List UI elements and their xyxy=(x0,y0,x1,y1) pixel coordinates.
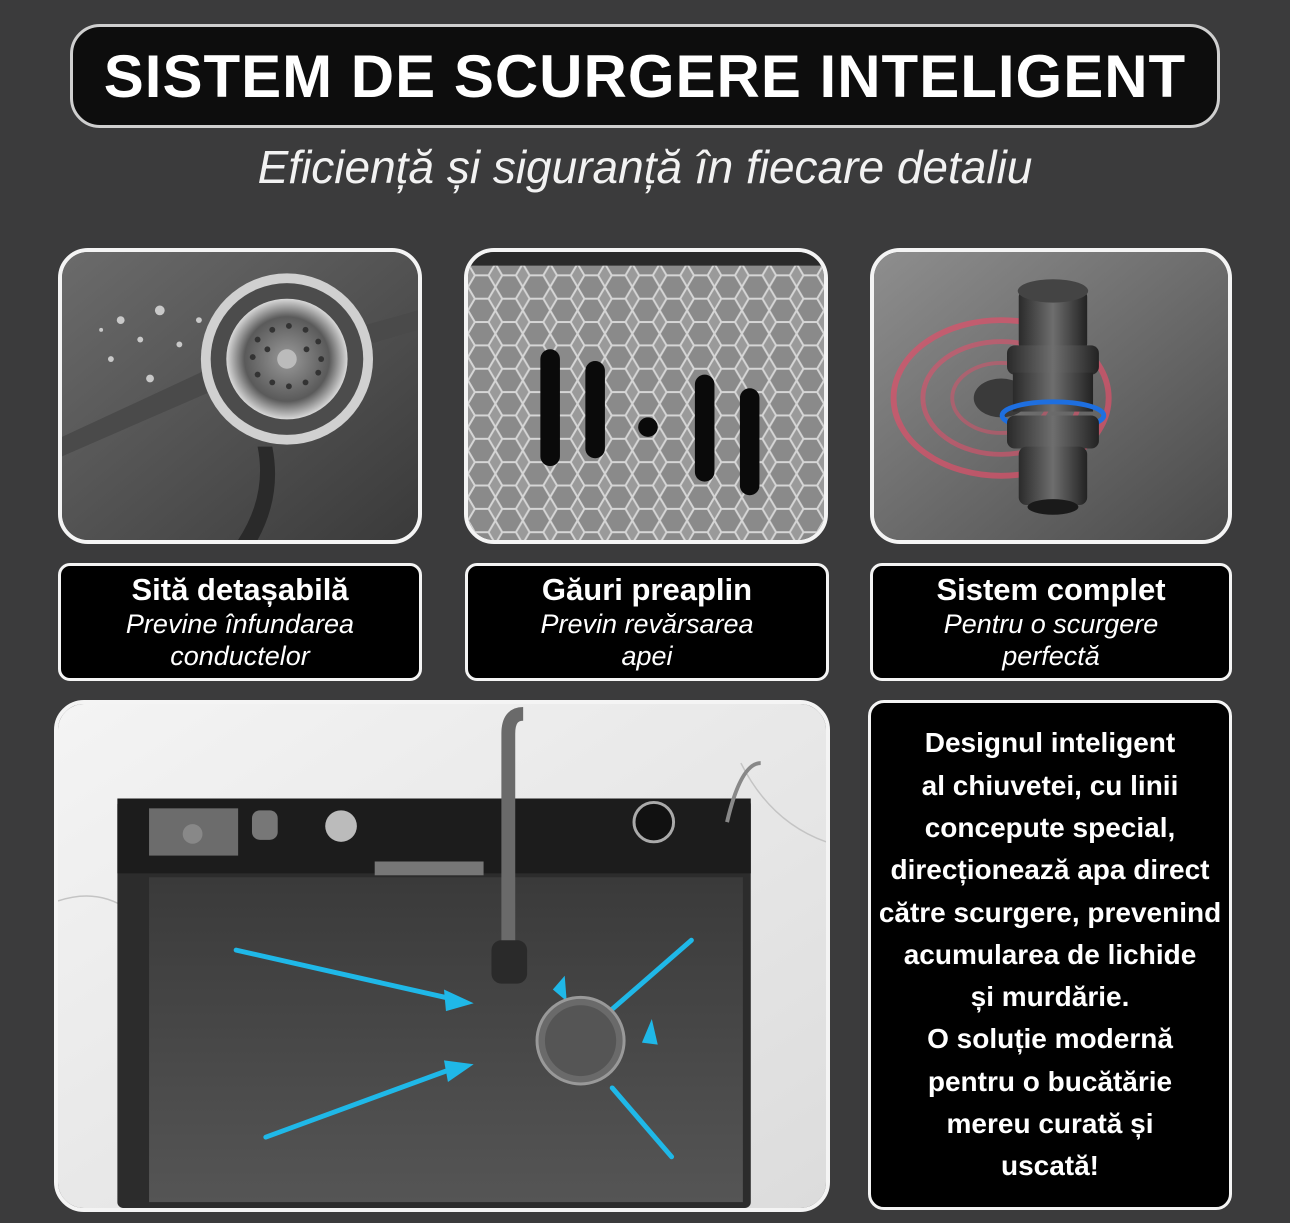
description-line: concepute special, xyxy=(924,811,1176,843)
page-title: SISTEM DE SCURGERE INTELIGENT xyxy=(103,42,1187,110)
description-line: direcționează apa direct xyxy=(890,854,1210,886)
feature-title: Sită detașabilă xyxy=(131,572,349,607)
feature-subtitle-line: Previne înfundarea xyxy=(125,609,355,639)
drain-system-photo xyxy=(870,248,1232,544)
description-line: pentru o bucătărie xyxy=(927,1065,1173,1097)
description-line: și murdărie. xyxy=(970,981,1130,1013)
feature-card-system: Sistem complet Pentru o scurgere perfect… xyxy=(870,563,1232,681)
feature-subtitle-line: apei xyxy=(621,641,673,671)
feature-subtitle-line: Pentru o scurgere xyxy=(943,609,1159,639)
description-line: al chiuvetei, cu linii xyxy=(921,769,1179,801)
page-subtitle: Eficiență și siguranță în fiecare detali… xyxy=(257,141,1033,193)
description-box: Designul inteligent al chiuvetei, cu lin… xyxy=(868,700,1232,1210)
description-line: O soluție modernă xyxy=(927,1023,1173,1055)
overflow-holes-photo xyxy=(464,248,828,544)
strainer-photo xyxy=(58,248,422,544)
description-line: Designul inteligent xyxy=(924,727,1176,759)
title-banner: SISTEM DE SCURGERE INTELIGENT xyxy=(70,24,1220,128)
feature-card-overflow: Găuri preaplin Previn revărsarea apei xyxy=(465,563,829,681)
description-line: uscată! xyxy=(1000,1150,1100,1182)
feature-subtitle-line: conductelor xyxy=(170,641,310,671)
feature-title: Sistem complet xyxy=(936,572,1166,607)
sink-flow-photo xyxy=(54,700,830,1212)
feature-title: Găuri preaplin xyxy=(541,572,753,607)
feature-subtitle-line: Previn revărsarea xyxy=(540,609,754,639)
feature-card-strainer: Sită detașabilă Previne înfundarea condu… xyxy=(58,563,422,681)
description-line: mereu curată și xyxy=(946,1108,1154,1140)
description-line: către scurgere, prevenind xyxy=(878,896,1222,928)
feature-subtitle-line: perfectă xyxy=(1002,641,1100,671)
description-line: acumularea de lichide xyxy=(903,938,1197,970)
